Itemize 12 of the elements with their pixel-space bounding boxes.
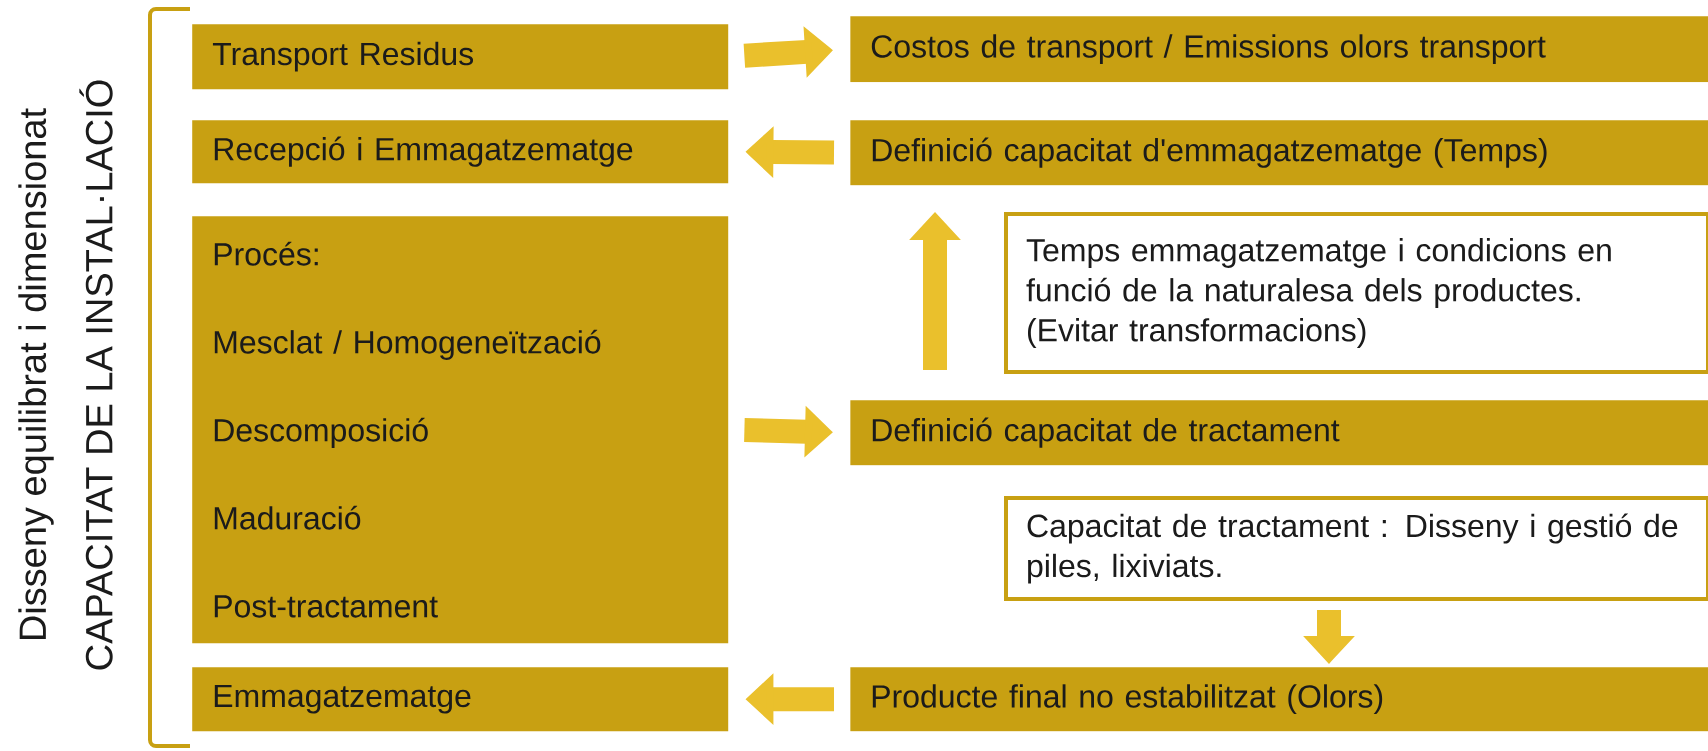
process-box: Definició capacitat d'emmagatzematge (Temps) (850, 120, 1708, 186)
process-box: Definició capacitat de tractament (850, 400, 1708, 466)
process-box: Transport Residus (192, 24, 729, 90)
vertical-label: Disseny equilibrat i dimensionat (18, 108, 54, 640)
process-box: Procés: Mesclat / Homogeneïtzació Descomposició Maduració Post-tractament (192, 216, 729, 644)
process-box: Emmagatzematge (192, 667, 729, 732)
process-box: Costos de transport / Emissions olors transport (850, 16, 1708, 83)
process-box: Recepció i Emmagatzematge (192, 120, 729, 184)
process-box: Producte final no estabilitzat (Olors) (850, 667, 1708, 732)
note-box: Capacitat de tractament : Disseny i gestió de piles, lixiviats. (1004, 496, 1708, 601)
vertical-label: CAPACITAT DE LA INSTAL·LACIÓ (79, 80, 113, 670)
note-box: Temps emmagatzematge i condicions en funció de la naturalesa dels productes. (Evitar transformacions) (1004, 212, 1708, 374)
